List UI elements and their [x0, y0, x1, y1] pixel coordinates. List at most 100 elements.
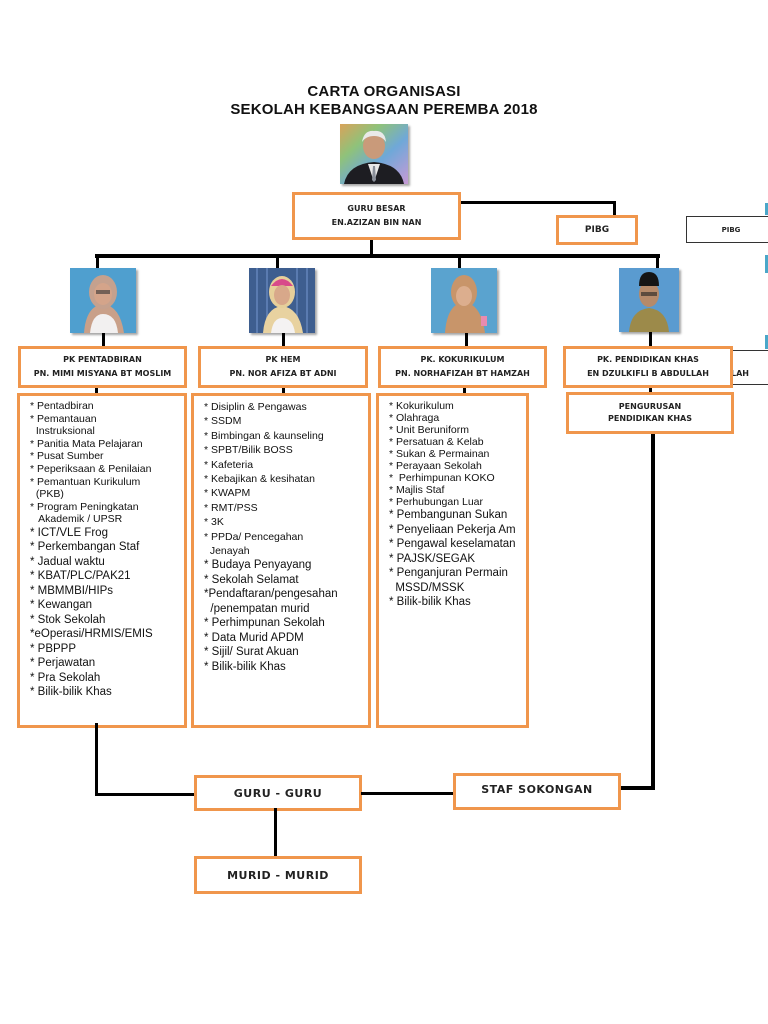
connector-head-trunk: [370, 240, 373, 256]
duty-item: *eOperasi/HRMIS/EMIS: [30, 628, 153, 641]
duty-item: * Olahraga: [389, 412, 440, 424]
connector-drop-3: [458, 256, 461, 269]
duty-item: * SPBT/Bilik BOSS: [204, 444, 293, 457]
duty-item: * Perayaan Sekolah: [389, 460, 482, 472]
duty-item: * SSDM: [204, 415, 242, 428]
duty-item: * Majlis Staf: [389, 484, 445, 496]
duty-item: * Kafeteria: [204, 458, 254, 471]
guru-besar-name: EN.AZIZAN BIN NAN: [331, 218, 422, 227]
duty-item: * Stok Sekolah: [30, 613, 106, 626]
duty-item: * ICT/VLE Frog: [30, 526, 108, 539]
duty-item: * MBMMBI/HIPs: [30, 584, 114, 597]
chart-title-line2: SEKOLAH KEBANGSAAN PEREMBA 2018: [230, 101, 538, 118]
pk-kokurikulum-photo: [431, 268, 497, 333]
chart-title-line1: CARTA ORGANISASI: [307, 83, 461, 100]
deputy-box-pendidikan-khas[interactable]: PK. PENDIDIKAN KHAS EN DZULKIFLI B ABDUL…: [563, 346, 733, 388]
duty-item: * Kokurikulum: [389, 400, 454, 412]
duty-item: * Kewangan: [30, 599, 93, 612]
duty-item: * 3K: [204, 516, 224, 529]
duty-item: * Sijil/ Surat Akuan: [204, 646, 299, 659]
duty-item: * PBPPP: [30, 642, 77, 655]
duty-item: * Sekolah Selamat: [204, 573, 299, 586]
connector-pibg-drop: [613, 201, 616, 216]
murid-murid-label: MURID - MURID: [227, 868, 329, 882]
duty-item: * Pembangunan Sukan: [389, 509, 508, 521]
pibg-label: PIBG: [584, 225, 610, 235]
duty-item: * Pusat Sumber: [30, 450, 104, 463]
duty-item: * Perhimpunan Sekolah: [204, 617, 325, 630]
side-accent-mark: [765, 203, 768, 215]
duty-item: * Perjawatan: [30, 657, 96, 670]
pk-pentadbiran-photo: [70, 268, 136, 333]
connector-duties-3: [463, 388, 466, 395]
duty-item: * Bimbingan & kaunseling: [204, 429, 324, 442]
duty-item: * Pentadbiran: [30, 400, 94, 412]
portrait-icon: [249, 268, 315, 333]
staf-sokongan-label: STAF SOKONGAN: [481, 783, 593, 796]
duty-item: * Kebajikan & kesihatan: [204, 473, 315, 486]
guru-guru-box[interactable]: GURU - GURU: [194, 775, 362, 811]
connector-photo-box-2: [282, 333, 285, 347]
guru-besar-photo: [340, 124, 408, 184]
connector-duties-4: [649, 388, 652, 395]
portrait-icon: [70, 268, 136, 333]
connector-drop-4: [656, 256, 659, 269]
duty-item: * Bilik-bilik Khas: [204, 660, 286, 673]
duty-item: * Perhubungan Luar: [389, 496, 483, 508]
duty-item: * Jadual waktu: [30, 555, 105, 568]
duty-item: * RMT/PSS: [204, 501, 258, 514]
connector-pentadbiran-guru: [95, 723, 98, 796]
deputy-box-pentadbiran[interactable]: PK PENTADBIRAN PN. MIMI MISYANA BT MOSLI…: [18, 346, 187, 388]
deputy-role: PK PENTADBIRAN: [63, 355, 142, 364]
staf-sokongan-box[interactable]: STAF SOKONGAN: [453, 773, 621, 810]
duty-item: * Program Peningkatan: [30, 500, 139, 513]
guru-besar-box[interactable]: GURU BESAR EN.AZIZAN BIN NAN: [292, 192, 461, 240]
side-accent-mark: [765, 335, 768, 349]
deputy-name: PN. MIMI MISYANA BT MOSLIM: [33, 369, 172, 378]
duties-hem: * Disiplin & Pengawas* SSDM* Bimbingan &…: [191, 393, 371, 728]
connector-khas-staf: [651, 434, 655, 790]
duty-item: * Pra Sekolah: [30, 671, 101, 684]
duty-item: *Pendaftaran/pengesahan: [204, 588, 338, 601]
side-accent-mark: [765, 255, 768, 273]
duty-item: (PKB): [30, 488, 64, 501]
side-pibg-label: PIBG: [721, 225, 741, 234]
murid-murid-box[interactable]: MURID - MURID: [194, 856, 362, 894]
connector-guru-murid: [274, 808, 277, 858]
duty-item: * KWAPM: [204, 487, 251, 500]
duty-list: * Disiplin & Pengawas* SSDM* Bimbingan &…: [204, 400, 362, 674]
duty-list: * Pentadbiran* Pemantauan Instruksional*…: [30, 400, 178, 700]
duty-item: * Unit Beruniform: [389, 424, 469, 436]
guru-besar-role: GURU BESAR: [347, 204, 406, 213]
connector-photo-box-1: [102, 333, 105, 347]
deputy-role: PK. PENDIDIKAN KHAS: [597, 355, 699, 364]
duty-item: /penempatan murid: [204, 602, 310, 615]
side-pibg-box: PIBG: [686, 216, 768, 243]
duty-item: Instruksional: [30, 425, 95, 438]
deputy-box-hem[interactable]: PK HEM PN. NOR AFIZA BT ADNI: [198, 346, 368, 388]
sub-box-line1: PENGURUSAN: [618, 402, 682, 411]
deputy-name: PN. NOR AFIZA BT ADNI: [229, 369, 337, 378]
pengurusan-pendidikan-khas-box[interactable]: PENGURUSAN PENDIDIKAN KHAS: [566, 392, 734, 434]
connector-pentadbiran-guru-h: [95, 793, 195, 796]
duty-item: * Perkembangan Staf: [30, 541, 140, 554]
connector-drop-2: [276, 256, 279, 269]
duty-item: * Budaya Penyayang: [204, 559, 312, 572]
side-fragment-text: LAH: [731, 369, 749, 378]
deputy-name: EN DZULKIFLI B ABDULLAH: [587, 369, 709, 378]
connector-photo-box-3: [465, 333, 468, 347]
connector-duties-2: [282, 388, 285, 395]
duty-item: Akademik / UPSR: [30, 513, 123, 526]
duty-item: * Bilik-bilik Khas: [389, 596, 471, 608]
deputy-box-kokurikulum[interactable]: PK. KOKURIKULUM PN. NORHAFIZAH BT HAMZAH: [378, 346, 547, 388]
duty-list: * Kokurikulum* Olahraga* Unit Beruniform…: [389, 400, 520, 610]
duties-kokurikulum: * Kokurikulum* Olahraga* Unit Beruniform…: [376, 393, 529, 728]
duty-item: MSSD/MSSK: [389, 581, 465, 594]
duty-item: * PPDa/ Pencegahan: [204, 530, 304, 543]
sub-box-line2: PENDIDIKAN KHAS: [608, 414, 692, 423]
connector-deputies-bar: [95, 254, 660, 258]
connector-head-pibg: [461, 201, 616, 204]
pibg-box[interactable]: PIBG: [556, 215, 638, 245]
duties-pentadbiran: * Pentadbiran* Pemantauan Instruksional*…: [17, 393, 187, 728]
duty-item: * Perhimpunan KOKO: [389, 472, 495, 484]
